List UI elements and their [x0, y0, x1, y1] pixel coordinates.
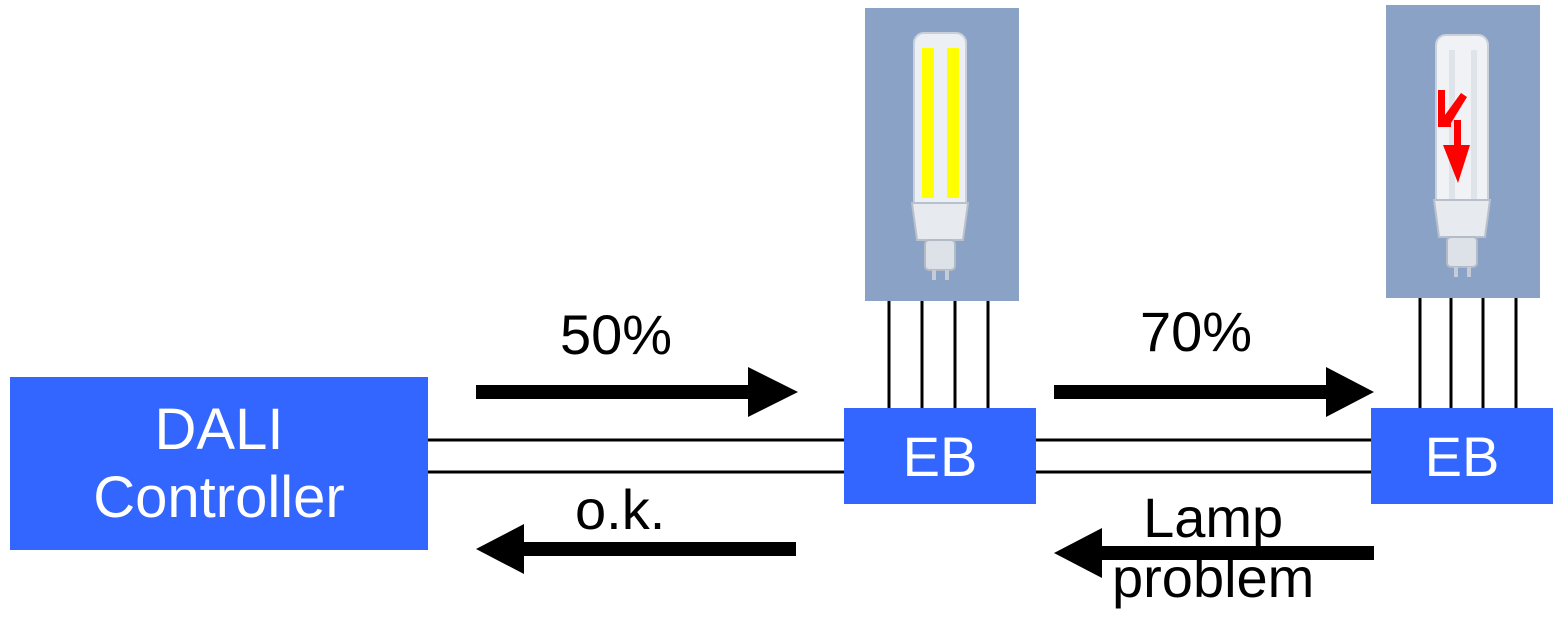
ballast-label: EB [1424, 424, 1500, 488]
lamp-glow-right [947, 48, 959, 198]
arrow-reply-2 [1054, 528, 1374, 578]
ballast-box-1: EB [844, 408, 1036, 504]
lamp-fault-picture [1386, 5, 1540, 298]
command-label-2: 70% [1140, 300, 1253, 363]
ballast-box-2: EB [1371, 408, 1553, 504]
lamp-lit-picture [865, 8, 1019, 301]
arrow-reply-1 [476, 524, 796, 574]
lamp-wires-2 [1418, 295, 1518, 408]
reply-label-1: o.k. [575, 478, 666, 541]
lamp-base [1432, 199, 1492, 238]
reply-label-2-line1: Lamp [1143, 486, 1284, 549]
command-label-1: 50% [560, 303, 673, 366]
lamp-socket [924, 239, 956, 271]
arrow-command-1 [476, 367, 798, 417]
lamp-glow-left [922, 48, 934, 198]
arrow-command-2 [1054, 367, 1374, 417]
ballast-label: EB [902, 424, 978, 488]
reply-label-2-line2: problem [1112, 546, 1315, 609]
controller-label-line2: Controller [93, 464, 345, 530]
reply-label-2: Lamp problem [1112, 488, 1314, 608]
lamp-base [910, 202, 970, 241]
lamp-wires-1 [887, 298, 990, 408]
fault-lightning-icon [1438, 90, 1470, 183]
controller-label-line1: DALI [154, 396, 284, 462]
lamp-tube [1435, 34, 1489, 221]
dali-controller-box: DALI Controller [10, 377, 428, 550]
lamp-socket [1446, 236, 1478, 268]
